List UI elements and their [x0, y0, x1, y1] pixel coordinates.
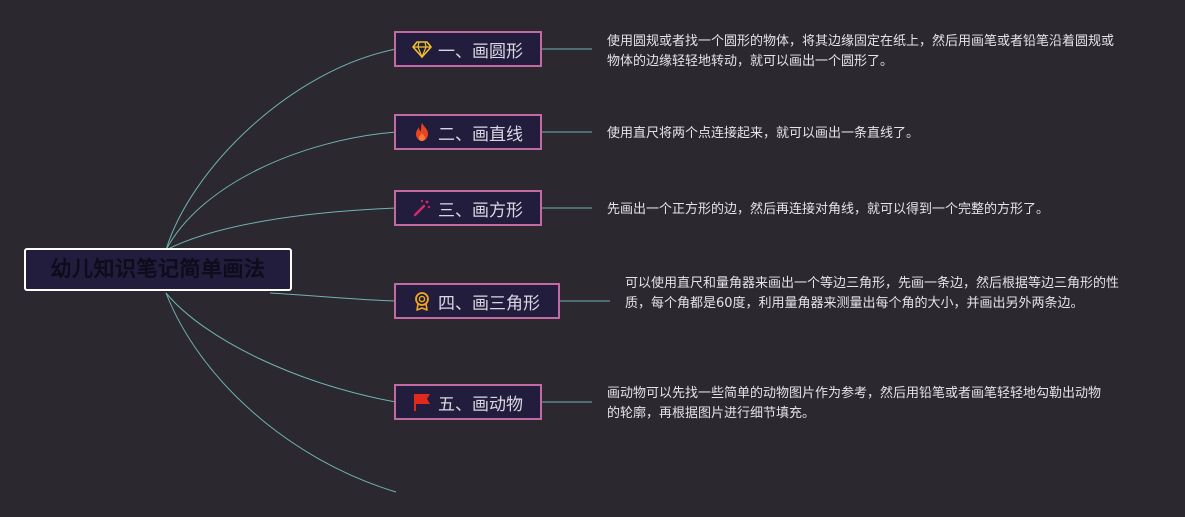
root-topic[interactable]: 幼儿知识笔记简单画法	[24, 248, 292, 291]
connector-branch-1	[165, 48, 397, 251]
award-ribbon-icon	[412, 291, 432, 311]
branch-description-3: 先画出一个正方形的边，然后再连接对角线，就可以得到一个完整的方形了。	[607, 202, 1050, 217]
connector-branch-4	[269, 292, 397, 302]
connector-branch-2	[165, 131, 397, 251]
branch-title: 三、画方形	[438, 200, 523, 221]
branch-node-2[interactable]: 二、画直线	[394, 114, 542, 150]
connector-branch-6	[165, 292, 397, 493]
connector-branch-5	[165, 292, 397, 403]
connector-branch-3	[165, 207, 397, 251]
branch-title: 四、画三角形	[438, 293, 540, 314]
branch-title: 五、画动物	[438, 394, 523, 415]
branch-description-1: 使用圆规或者找一个圆形的物体，将其边缘固定在纸上，然后用画笔或者铅笔沿着圆规或物…	[607, 34, 1115, 69]
branch-node-5[interactable]: 五、画动物	[394, 384, 542, 420]
branch-node-3[interactable]: 三、画方形	[394, 190, 542, 226]
branch-title: 一、画圆形	[438, 41, 523, 62]
magic-wand-icon	[412, 198, 432, 218]
fire-icon	[412, 122, 432, 142]
branch-description-5: 画动物可以先找一些简单的动物图片作为参考，然后用铅笔或者画笔轻轻地勾勒出动物的轮…	[607, 386, 1102, 421]
flag-icon	[412, 392, 432, 412]
branch-node-4[interactable]: 四、画三角形	[394, 283, 560, 319]
diamond-icon	[412, 39, 432, 59]
branch-node-1[interactable]: 一、画圆形	[394, 31, 542, 67]
branch-title: 二、画直线	[438, 124, 523, 145]
branch-description-2: 使用直尺将两个点连接起来，就可以画出一条直线了。	[607, 126, 920, 141]
branch-description-4: 可以使用直尺和量角器来画出一个等边三角形，先画一条边，然后根据等边三角形的性质，…	[625, 276, 1120, 311]
